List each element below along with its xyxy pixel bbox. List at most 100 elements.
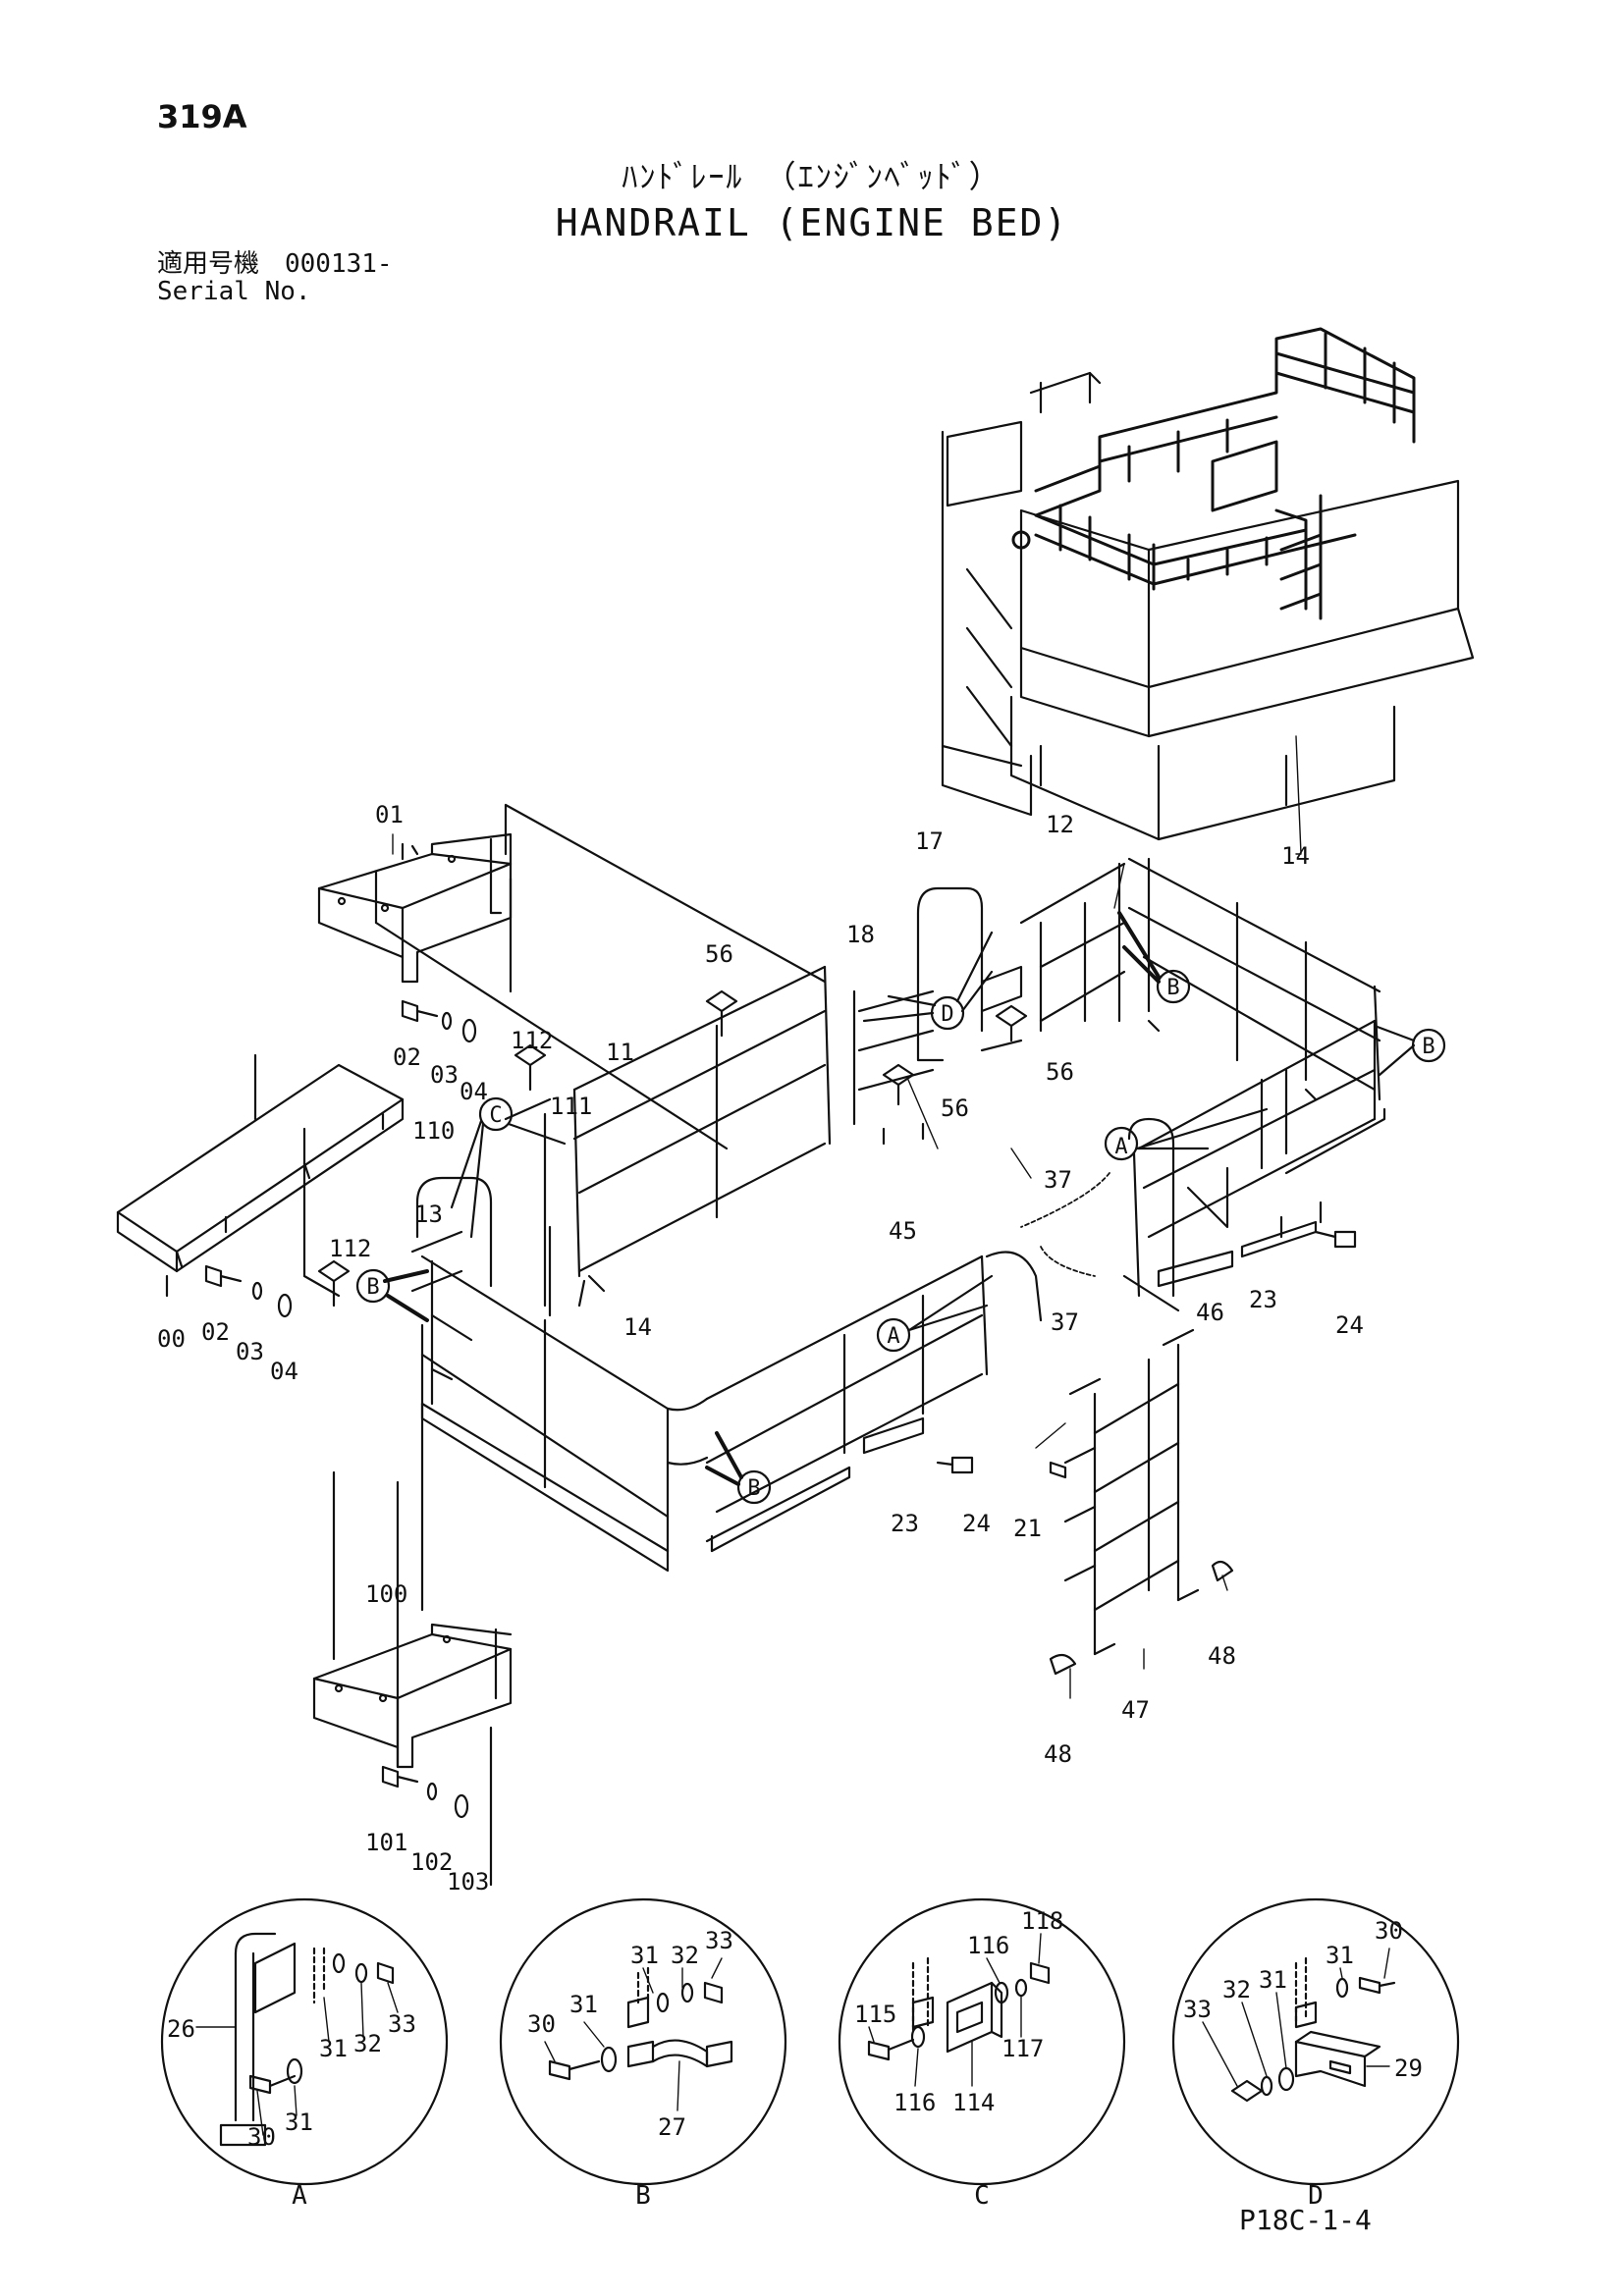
part-label: 02: [393, 1043, 421, 1071]
detail-b-label: 27: [658, 2113, 686, 2141]
callout-a-1: A: [1104, 1107, 1269, 1161]
detail-c-label: 115: [854, 2001, 896, 2028]
part-label: 13: [414, 1201, 443, 1228]
detail-c-label: 118: [1021, 1907, 1063, 1935]
part-label: 56: [705, 940, 733, 968]
title-english: HANDRAIL (ENGINE BED): [555, 201, 1069, 244]
detail-b-label: 31: [630, 1942, 659, 1969]
part-label: 37: [1051, 1308, 1079, 1336]
serial-jp: 適用号機 000131-: [157, 249, 393, 279]
detail-a-label: 32: [353, 2030, 382, 2057]
walkway-00: [116, 1053, 405, 1298]
overview-machine: [941, 371, 1475, 841]
detail-d-label: 30: [1375, 1917, 1403, 1945]
part-label: 56: [1046, 1058, 1074, 1086]
callout-b-2-text: B: [1422, 1035, 1435, 1059]
callout-d-1: D: [862, 931, 994, 1031]
serial-en: Serial No.: [157, 277, 311, 306]
part-label: 23: [891, 1510, 919, 1537]
part-label: 48: [1208, 1642, 1236, 1670]
callout-d-1-text: D: [941, 1002, 953, 1027]
part-label: 17: [915, 828, 944, 855]
part-label: 47: [1121, 1696, 1150, 1724]
title-japanese: ﾊﾝﾄﾞﾚｰﾙ （ｴﾝｼﾞﾝﾍﾞｯﾄﾞ）: [622, 158, 1002, 195]
part-label: 24: [962, 1510, 991, 1537]
detail-a-label: 31: [319, 2035, 348, 2062]
detail-d-label: 31: [1259, 1966, 1287, 1994]
figure-reference: P18C-1-4: [1239, 2204, 1372, 2236]
detail-b-label: 31: [569, 1991, 598, 2018]
detail-b: 30 31 31 32 33 27 B: [499, 1897, 787, 2211]
detail-a-letter: A: [292, 2181, 307, 2211]
chain-37: [1020, 1172, 1110, 1277]
page-code: 319A: [157, 98, 247, 135]
callout-b-1: B: [1117, 911, 1191, 1004]
detail-c-label: 116: [893, 2089, 936, 2116]
part-label: 18: [846, 921, 875, 948]
part-label: 00: [157, 1325, 186, 1353]
callout-a-1-text: A: [1114, 1135, 1127, 1159]
part-label: 03: [236, 1338, 264, 1365]
part-label: 14: [623, 1313, 652, 1341]
part-label: 100: [365, 1580, 407, 1608]
detail-c: 115 116 116 118 117 114 C: [838, 1897, 1126, 2211]
callout-c-1-text: C: [489, 1103, 502, 1128]
part-label: 11: [606, 1039, 634, 1066]
serial-number-block: 適用号機 000131- Serial No.: [157, 250, 393, 305]
callout-a-2: A: [876, 1274, 994, 1353]
bracket-01: [317, 803, 827, 1150]
callout-b-3-text: B: [366, 1275, 379, 1300]
callout-c-1: C: [450, 1096, 567, 1239]
part-label: 110: [412, 1117, 455, 1145]
detail-a-label: 31: [285, 2109, 313, 2136]
detail-a-label: 26: [167, 2015, 195, 2043]
callout-b-3: B: [355, 1268, 429, 1322]
callouts: A A B B B B C: [355, 911, 1446, 1505]
detail-c-label: 116: [967, 1932, 1009, 1959]
part-label: 02: [201, 1318, 230, 1346]
callout-a-2-text: A: [887, 1324, 899, 1349]
detail-b-letter: B: [635, 2181, 651, 2211]
callout-b-4-text: B: [747, 1476, 760, 1501]
part-number-labels: 01 02 03 04 00 02 03 04 112 111 11 110 1…: [157, 801, 1364, 1896]
kick-plates: [862, 1201, 1323, 1455]
detail-d-letter: D: [1308, 2181, 1324, 2211]
detail-d-label: 29: [1394, 2055, 1423, 2082]
callout-b-4: B: [705, 1431, 772, 1505]
part-label: 101: [365, 1829, 407, 1856]
detail-d-label: 33: [1183, 1996, 1212, 2023]
bracket-100: [312, 1323, 513, 1887]
detail-a-label: 33: [388, 2010, 416, 2038]
part-label: 04: [270, 1358, 298, 1385]
part-label: 12: [1046, 811, 1074, 838]
detail-a: 26 30 31 31 32 33 A: [160, 1897, 449, 2211]
detail-d-label: 32: [1222, 1976, 1251, 2003]
detail-b-label: 33: [705, 1927, 733, 1954]
part-label: 103: [447, 1868, 489, 1896]
detail-d-label: 31: [1326, 1942, 1354, 1969]
part-label: 24: [1335, 1311, 1364, 1339]
overview-handrail: [1011, 327, 1416, 620]
part-label: 14: [1281, 842, 1310, 870]
part-label: 37: [1044, 1166, 1072, 1194]
callout-b-2: B: [1373, 1024, 1446, 1077]
handrail-frame: [410, 857, 1386, 1573]
part-label: 48: [1044, 1740, 1072, 1768]
detail-c-letter: C: [974, 2181, 990, 2211]
detail-c-label: 117: [1001, 2035, 1044, 2062]
callout-b-1-text: B: [1166, 976, 1179, 1000]
fasteners: [204, 989, 1357, 1819]
part-label: 01: [375, 801, 404, 828]
part-label: 56: [941, 1095, 969, 1122]
part-label: 46: [1196, 1299, 1224, 1326]
leader-lines: [392, 735, 1302, 1699]
part-label: 111: [550, 1093, 592, 1120]
detail-d: 33 32 31 31 30 29 D: [1171, 1897, 1460, 2211]
ladder-47: [1063, 1328, 1200, 1656]
part-label: 45: [889, 1217, 917, 1245]
part-label: 112: [329, 1235, 371, 1262]
part-label: 102: [410, 1848, 453, 1876]
detail-b-label: 32: [671, 1942, 699, 1969]
part-label: 04: [460, 1078, 488, 1105]
